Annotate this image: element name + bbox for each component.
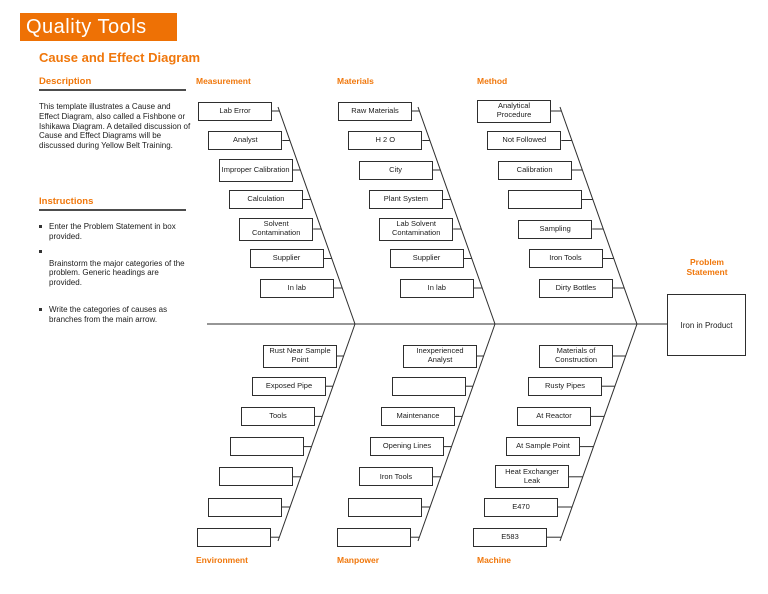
cause-box-environment-7[interactable] <box>197 527 271 547</box>
cause-box-materials-1[interactable]: Raw Materials <box>338 101 412 121</box>
cause-box-materials-2[interactable]: H 2 O <box>348 131 423 150</box>
cause-box-method-4[interactable] <box>507 190 582 209</box>
category-label-materials: Materials <box>337 76 374 86</box>
cause-box-manpower-4[interactable]: Opening Lines <box>370 437 444 457</box>
instructions-divider <box>39 209 186 211</box>
cause-box-environment-2[interactable]: Exposed Pipe <box>252 376 326 396</box>
problem-statement-box[interactable]: Iron in Product <box>667 294 746 356</box>
cause-box-measurement-3[interactable]: Improper Calibration <box>218 158 293 182</box>
cause-box-environment-6[interactable] <box>208 497 282 517</box>
cause-box-machine-6[interactable]: E470 <box>484 497 558 517</box>
cause-box-machine-2[interactable]: Rusty Pipes <box>528 376 602 396</box>
category-label-environment: Environment <box>196 555 248 565</box>
cause-box-environment-5[interactable] <box>219 467 293 487</box>
cause-box-manpower-2[interactable] <box>392 376 466 396</box>
instruction-text: Enter the Problem Statement in box provi… <box>49 222 176 241</box>
problem-statement-text: Iron in Product <box>680 320 733 330</box>
banner-title: Quality Tools <box>26 15 147 38</box>
instruction-text: Write the categories of causes as branch… <box>49 304 168 324</box>
cause-box-materials-7[interactable]: In lab <box>399 278 474 298</box>
cause-box-machine-1[interactable]: Materials of Construction <box>539 344 613 368</box>
cause-box-measurement-2[interactable]: Analyst <box>208 131 283 150</box>
category-label-manpower: Manpower <box>337 555 380 565</box>
cause-box-measurement-4[interactable]: Calculation <box>228 190 303 209</box>
category-label-measurement: Measurement <box>196 76 251 86</box>
cause-box-manpower-1[interactable]: Inexperienced Analyst <box>403 344 477 368</box>
cause-box-method-2[interactable]: Not Followed <box>487 131 562 150</box>
cause-box-method-7[interactable]: Dirty Bottles <box>538 278 613 298</box>
cause-box-manpower-3[interactable]: Maintenance <box>381 406 455 426</box>
app-banner: Quality Tools <box>20 13 177 41</box>
instructions-heading: Instructions <box>39 196 94 207</box>
instruction-item: Write the categories of causes as branch… <box>39 305 189 325</box>
instructions-list: Enter the Problem Statement in box provi… <box>39 222 189 325</box>
cause-box-machine-3[interactable]: At Reactor <box>517 406 591 426</box>
instruction-item: Brainstorm the major categories of the p… <box>39 249 189 288</box>
bullet-icon <box>39 225 42 228</box>
cause-box-measurement-5[interactable]: Solvent Contamination <box>239 217 314 241</box>
cause-box-method-5[interactable]: Sampling <box>518 219 593 239</box>
cause-box-method-3[interactable]: Calibration <box>497 160 572 180</box>
bullet-icon <box>39 307 42 311</box>
cause-box-environment-1[interactable]: Rust Near Sample Point <box>263 344 337 368</box>
diagonal-environment <box>277 323 356 542</box>
category-label-machine: Machine <box>477 555 512 565</box>
cause-box-method-1[interactable]: Analytical Procedure <box>477 99 551 123</box>
cause-box-method-6[interactable]: Iron Tools <box>528 249 603 268</box>
cause-box-materials-5[interactable]: Lab Solvent Contamination <box>379 217 454 241</box>
cause-box-measurement-1[interactable]: Lab Error <box>198 101 272 121</box>
bullet-icon <box>39 249 42 253</box>
cause-box-measurement-6[interactable]: Supplier <box>249 249 324 268</box>
cause-box-materials-4[interactable]: Plant System <box>368 190 443 209</box>
page-title: Cause and Effect Diagram <box>39 50 201 65</box>
category-label-method: Method <box>477 76 508 86</box>
problem-statement-heading: Problem Statement <box>686 257 728 277</box>
cause-box-manpower-7[interactable] <box>337 527 411 547</box>
cause-box-materials-6[interactable]: Supplier <box>389 249 464 268</box>
description-body: This template illustrates a Cause and Ef… <box>39 102 191 151</box>
diagonal-machine <box>559 323 638 542</box>
description-heading: Description <box>39 76 92 87</box>
cause-box-machine-4[interactable]: At Sample Point <box>506 437 580 457</box>
cause-box-manpower-5[interactable]: Iron Tools <box>359 467 433 487</box>
cause-box-machine-7[interactable]: E583 <box>473 527 547 547</box>
diagonal-manpower <box>417 323 496 542</box>
cause-box-manpower-6[interactable] <box>348 497 422 517</box>
cause-box-materials-3[interactable]: City <box>358 160 433 180</box>
cause-box-environment-3[interactable]: Tools <box>241 406 315 426</box>
instruction-text: Brainstorm the major categories of the p… <box>49 258 185 288</box>
description-divider <box>39 89 186 91</box>
instruction-item: Enter the Problem Statement in box provi… <box>39 222 189 242</box>
cause-box-machine-5[interactable]: Heat Exchanger Leak <box>495 465 569 489</box>
cause-box-measurement-7[interactable]: In lab <box>259 278 334 298</box>
cause-box-environment-4[interactable] <box>230 437 304 457</box>
